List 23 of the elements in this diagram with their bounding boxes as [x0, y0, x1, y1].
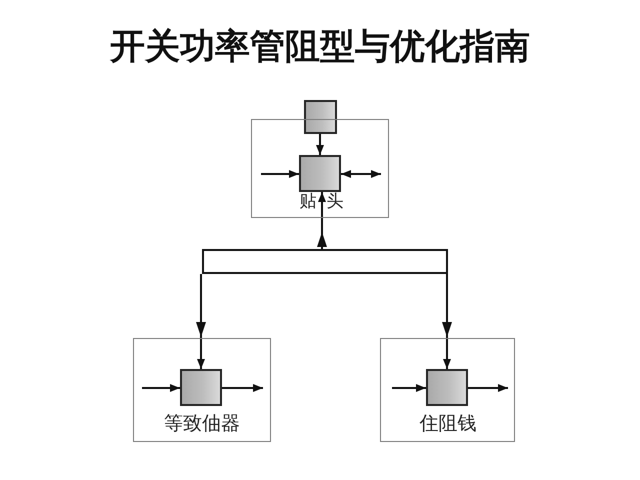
double-arrow — [341, 170, 381, 178]
arrow — [442, 274, 452, 369]
arrow — [317, 192, 327, 249]
arrow — [196, 274, 206, 369]
title: 开关功率管阻型与优化指南 — [110, 26, 530, 69]
block-label: 贴 — [300, 192, 316, 212]
arrow — [142, 384, 180, 392]
module-frame — [251, 119, 389, 218]
block-square — [426, 369, 468, 406]
block-label: 头 — [326, 192, 344, 212]
block-square — [180, 369, 222, 406]
block-label: 住阻钱 — [420, 414, 476, 434]
bus-bar — [202, 249, 448, 274]
block-label: 等致伷器 — [164, 414, 240, 434]
arrow — [222, 384, 263, 392]
arrow — [468, 384, 508, 392]
arrow — [392, 384, 426, 392]
block-square — [299, 155, 341, 192]
module-frame — [380, 338, 515, 442]
block-square — [304, 100, 337, 134]
arrow — [316, 134, 324, 155]
module-frame — [133, 338, 271, 442]
arrow — [261, 170, 299, 178]
